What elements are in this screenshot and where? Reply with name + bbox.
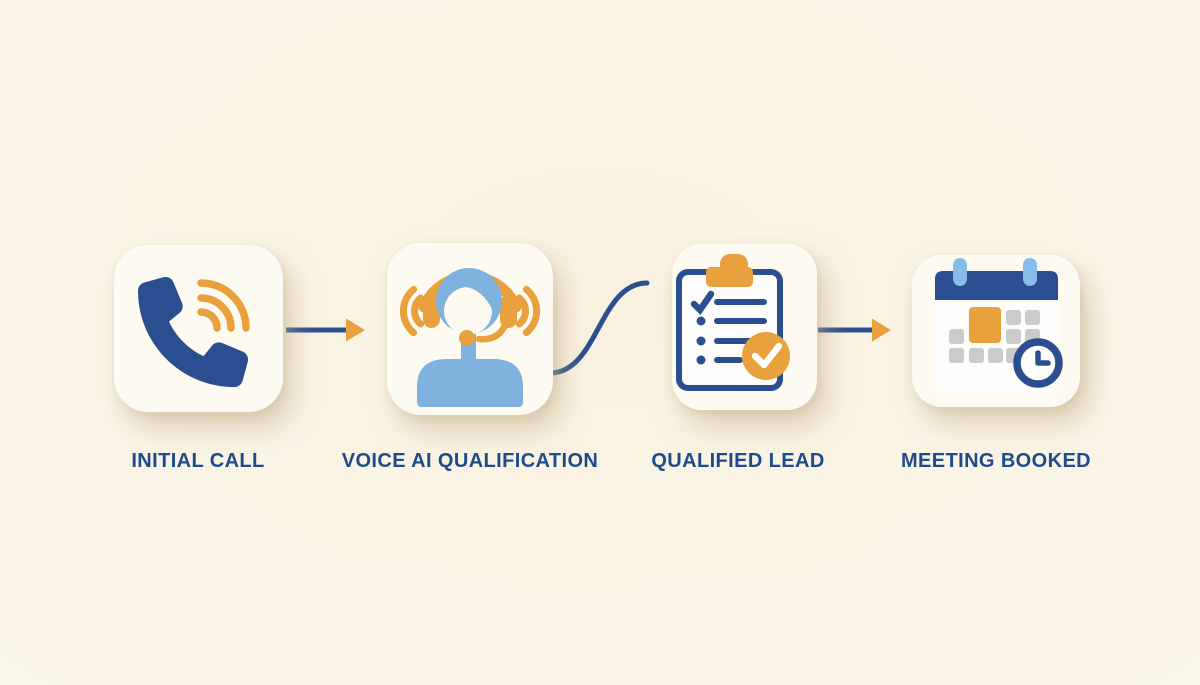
step-label-initial-call: INITIAL CALL [131,450,265,472]
arrowhead-icon [346,318,365,342]
step-label-meeting-booked: MEETING BOOKED [900,450,1092,472]
phone-call-icon [138,276,250,388]
step-card-qualified-lead [672,244,817,410]
checklist-clipboard-icon [676,254,790,391]
step-card-voice-ai-qualification [387,243,553,415]
step-label-voice-ai-qualification: VOICE AI QUALIFICATION [341,450,599,472]
calendar-clock-icon [935,258,1063,393]
arrow-connector-1 [286,318,365,342]
arrowhead-icon [872,318,891,342]
headset-agent-icon [399,268,541,407]
curve-connector [547,280,650,376]
step-label-qualified-lead: QUALIFIED LEAD [651,450,825,472]
step-card-meeting-booked [912,255,1080,407]
step-card-initial-call [114,245,283,412]
arrow-connector-2 [818,318,891,342]
